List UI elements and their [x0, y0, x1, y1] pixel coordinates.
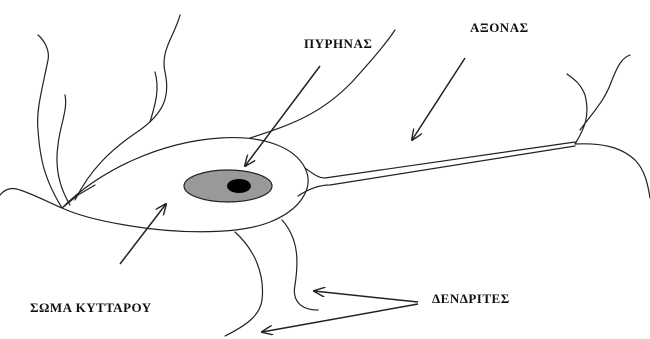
nucleolus [227, 179, 251, 193]
arrow-soma [120, 204, 166, 264]
label-axon: ΑΞΟΝΑΣ [470, 20, 529, 36]
arrow-dendrite-lower [262, 304, 418, 332]
label-nucleus: ΠΥΡΗΝΑΣ [304, 36, 372, 52]
label-dendrites: ΔΕΝΔΡΙΤΕΣ [432, 291, 510, 307]
dendrite-lower-inner [282, 220, 318, 310]
axon-lower-edge [298, 146, 575, 196]
dendrite-left-upper [38, 35, 62, 208]
arrow-axon [412, 58, 465, 140]
dendrite-left-top [75, 15, 180, 200]
axon-terminal-right [575, 144, 650, 198]
dendrite-lower-outer [225, 232, 263, 336]
axon-upper-edge [305, 142, 575, 178]
dendrite-left-upper-inner [57, 95, 70, 205]
dendrite-left-top-branch [150, 72, 157, 122]
label-soma: ΣΩΜΑ ΚΥΤΤΑΡΟΥ [30, 300, 152, 316]
axon-terminal-up [580, 55, 630, 130]
axon-terminal-upper [567, 74, 587, 144]
arrow-dendrite-upper [314, 291, 418, 302]
arrow-nucleus [245, 66, 320, 166]
dendrite-left-join [62, 185, 95, 208]
